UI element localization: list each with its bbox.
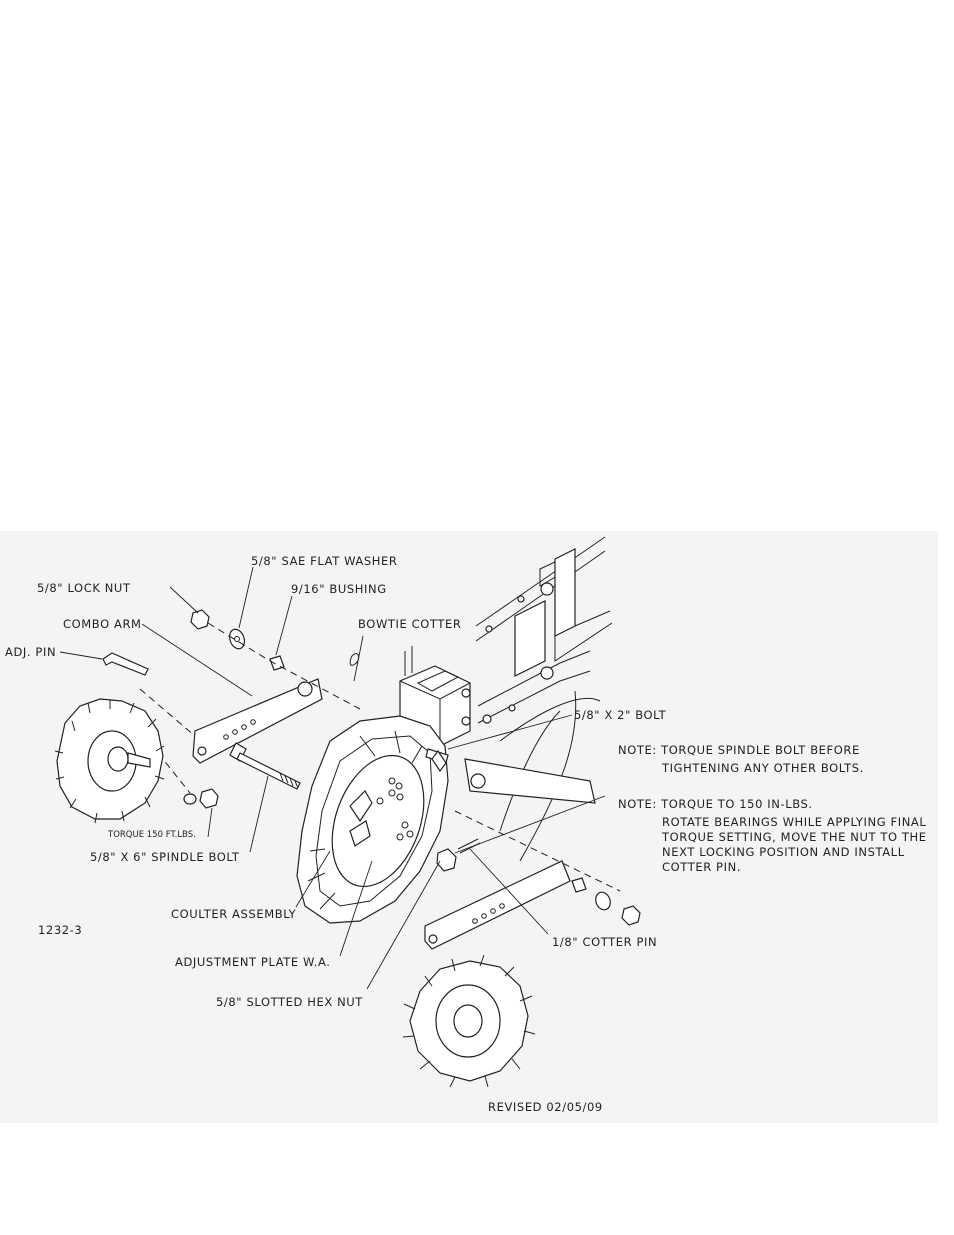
label-bushing: 9/16" BUSHING bbox=[291, 582, 387, 596]
label-adjustment-plate: ADJUSTMENT PLATE W.A. bbox=[175, 955, 330, 969]
note-2-line-3: TORQUE SETTING, MOVE THE NUT TO THE bbox=[661, 830, 927, 844]
label-spindle-bolt: 5/8" X 6" SPINDLE BOLT bbox=[90, 850, 240, 864]
label-combo-arm: COMBO ARM bbox=[63, 617, 142, 631]
label-coulter-assembly: COULTER ASSEMBLY bbox=[171, 907, 297, 921]
note-2-line-1: NOTE: TORQUE TO 150 IN-LBS. bbox=[618, 797, 813, 811]
toolbar-frame bbox=[475, 536, 613, 862]
exploded-parts-diagram: 5/8" SAE FLAT WASHER 5/8" LOCK NUT 9/16"… bbox=[5, 536, 927, 1114]
slotted-hex-nut bbox=[436, 795, 606, 872]
note-1-line-1: NOTE: TORQUE SPINDLE BOLT BEFORE bbox=[618, 743, 860, 757]
label-sae-flat-washer: 5/8" SAE FLAT WASHER bbox=[251, 554, 398, 568]
label-lock-nut: 5/8" LOCK NUT bbox=[37, 581, 131, 595]
two-inch-bolt bbox=[425, 714, 573, 773]
label-bowtie-cotter: BOWTIE COTTER bbox=[358, 617, 461, 631]
revision-date: REVISED 02/05/09 bbox=[488, 1100, 603, 1114]
combo-arm bbox=[192, 678, 323, 764]
spindle-bolt bbox=[229, 742, 301, 790]
left-gauge-wheel bbox=[54, 698, 165, 824]
note-1-line-2: TIGHTENING ANY OTHER BOLTS. bbox=[661, 761, 864, 775]
note-2-line-2: ROTATE BEARINGS WHILE APPLYING FINAL bbox=[662, 815, 926, 829]
label-torque-150-ftlbs: TORQUE 150 FT.LBS. bbox=[107, 830, 196, 840]
note-2-line-5: COTTER PIN. bbox=[662, 860, 741, 874]
label-two-inch-bolt: 5/8" X 2" BOLT bbox=[574, 708, 667, 722]
label-slotted-hex-nut: 5/8" SLOTTED HEX NUT bbox=[216, 995, 363, 1009]
note-2-line-4: NEXT LOCKING POSITION AND INSTALL bbox=[662, 845, 905, 859]
adj-pin bbox=[102, 652, 149, 676]
top-hardware bbox=[139, 609, 361, 737]
coulter-assembly bbox=[296, 715, 449, 924]
combo-arm-rear bbox=[454, 758, 621, 892]
leader-lines bbox=[59, 566, 549, 990]
label-adj-pin: ADJ. PIN bbox=[5, 645, 56, 659]
spindle-lock-nut bbox=[157, 752, 219, 809]
drawing-number: 1232-3 bbox=[38, 923, 82, 937]
label-cotter-pin: 1/8" COTTER PIN bbox=[552, 935, 657, 949]
combo-arm-lower bbox=[424, 860, 641, 950]
right-gauge-wheel bbox=[402, 954, 536, 1088]
